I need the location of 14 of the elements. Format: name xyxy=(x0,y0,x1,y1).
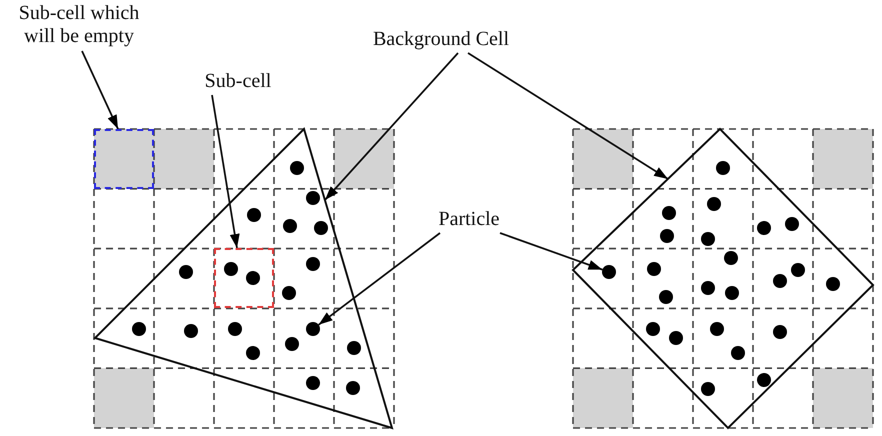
callout-label: Background Cell xyxy=(366,28,516,52)
leader-arrow xyxy=(81,50,119,130)
callout-label: Particle xyxy=(433,208,505,232)
callout-label: Sub-cell which will be empty xyxy=(4,2,154,50)
leader-arrow xyxy=(500,232,603,270)
callout-label: Sub-cell xyxy=(200,70,276,94)
leader-arrow xyxy=(324,52,459,201)
highlighted-sub-cell xyxy=(94,129,154,189)
particle-dot xyxy=(602,265,616,279)
leader-arrow xyxy=(318,232,441,326)
leader-arrow xyxy=(468,52,668,180)
highlighted-sub-cell xyxy=(214,248,274,308)
particle-dot xyxy=(306,322,320,336)
leader-arrow xyxy=(211,94,240,248)
